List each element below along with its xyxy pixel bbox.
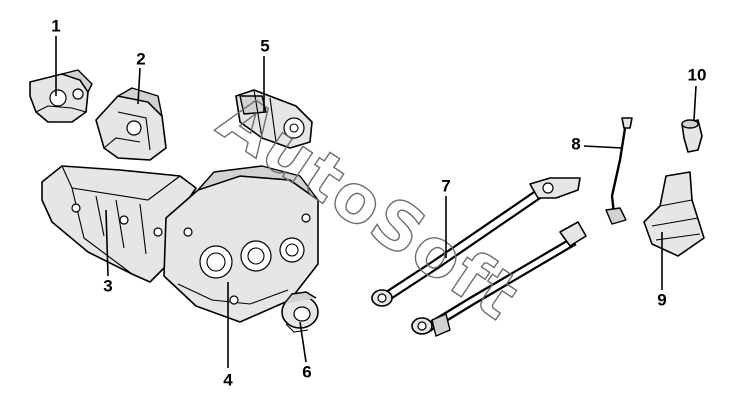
part-9-shift-boot bbox=[643, 171, 705, 257]
part-6-bushing bbox=[281, 291, 319, 333]
part-2-transmission-mount bbox=[95, 87, 167, 161]
leader-lines bbox=[55, 36, 697, 368]
callout-8: 8 bbox=[571, 134, 581, 154]
callout-4: 4 bbox=[223, 370, 233, 390]
callout-2: 2 bbox=[136, 49, 146, 69]
part-7-control-rods bbox=[371, 177, 587, 337]
leader-8 bbox=[583, 145, 623, 149]
callout-6: 6 bbox=[302, 362, 312, 382]
part-5-actuator bbox=[235, 89, 313, 149]
callout-10: 10 bbox=[687, 65, 707, 85]
part-1-mount-bracket bbox=[29, 69, 93, 123]
leader-6 bbox=[299, 321, 307, 363]
leader-2 bbox=[137, 67, 141, 105]
part-4-gear-case bbox=[163, 165, 319, 323]
callout-1: 1 bbox=[51, 16, 61, 36]
leader-10 bbox=[693, 85, 697, 121]
part-10-shift-knob bbox=[681, 119, 703, 153]
callout-9: 9 bbox=[657, 290, 667, 310]
leader-3 bbox=[105, 209, 109, 277]
callout-5: 5 bbox=[260, 36, 270, 56]
part-8-shift-lever bbox=[605, 117, 633, 225]
part-3-transmission-case bbox=[41, 165, 197, 283]
callout-3: 3 bbox=[103, 276, 113, 296]
callout-7: 7 bbox=[441, 176, 451, 196]
